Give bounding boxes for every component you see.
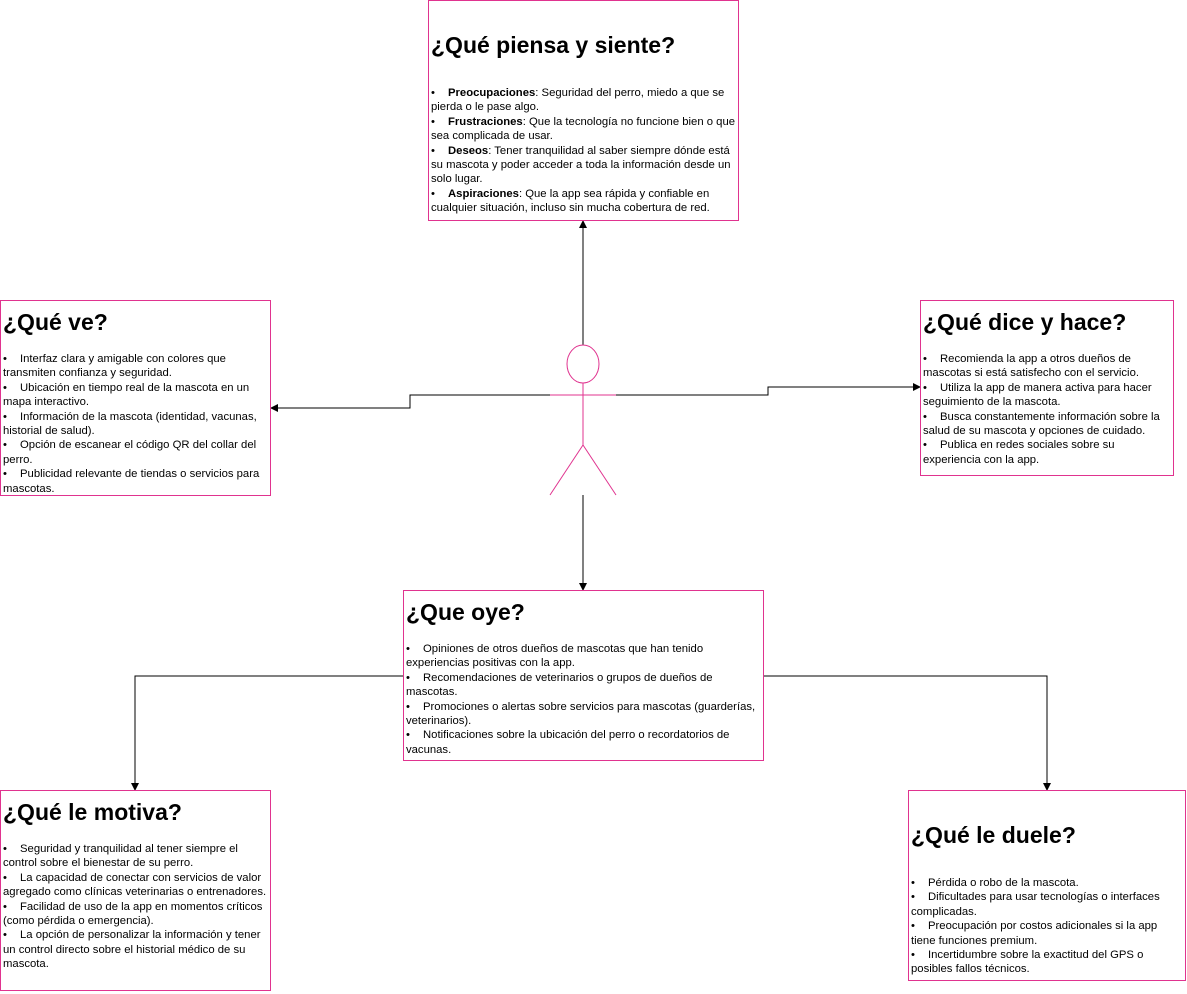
list-item: •Incertidumbre sobre la exactitud del GP… (911, 949, 1144, 976)
motivate-title: ¿Qué le motiva? (3, 799, 182, 825)
list-item: •Dificultades para usar tecnologías o in… (911, 891, 1160, 918)
bullet-icon: • (3, 900, 7, 913)
bullet-icon: • (406, 729, 410, 742)
see-title: ¿Qué ve? (3, 309, 108, 335)
pain-box: ¿Qué le duele? •Pérdida o robo de la mas… (908, 790, 1186, 981)
bullet-icon: • (431, 87, 435, 99)
bullet-icon: • (3, 410, 7, 423)
list-item: •Frustraciones: Que la tecnología no fun… (431, 115, 736, 143)
person-stick-figure-icon (549, 344, 617, 496)
list-item: •Facilidad de uso de la app en momentos … (3, 900, 263, 928)
list-item: •Opiniones de otros dueños de mascotas q… (406, 643, 704, 670)
list-item: •Promociones o alertas sobre servicios p… (406, 700, 756, 728)
list-item: •Busca constantemente información sobre … (923, 410, 1160, 438)
connector-to-say (616, 383, 921, 396)
list-item: •Utiliza la app de manera activa para ha… (923, 381, 1152, 409)
list-item: •La opción de personalizar la informació… (3, 929, 261, 971)
bullet-icon: • (3, 439, 7, 452)
say-do-list: •Recomienda la app a otros dueños de mas… (923, 352, 1171, 467)
bullet-icon: • (923, 439, 927, 452)
bullet-icon: • (3, 843, 7, 855)
bullet-icon: • (3, 353, 7, 365)
bullet-icon: • (3, 381, 7, 394)
list-item: •Preocupación por costos adicionales si … (911, 920, 1158, 947)
list-item: •Deseos: Tener tranquilidad al saber sie… (431, 144, 731, 186)
bullet-icon: • (911, 877, 915, 889)
bullet-icon: • (431, 187, 435, 200)
list-item: •Opción de escanear el código QR del col… (3, 439, 257, 466)
say-do-title: ¿Qué dice y hace? (923, 309, 1127, 335)
bullet-icon: • (3, 929, 7, 942)
list-item: •Aspiraciones: Que la app sea rápida y c… (431, 187, 710, 215)
bullet-icon: • (911, 920, 915, 933)
connector-to-pain (763, 675, 1051, 791)
list-item: •La capacidad de conectar con servicios … (3, 871, 267, 899)
see-list: •Interfaz clara y amigable con colores q… (3, 352, 268, 495)
bullet-icon: • (911, 949, 915, 962)
connector-to-see (270, 394, 550, 412)
bullet-icon: • (911, 891, 915, 904)
bullet-icon: • (431, 144, 435, 157)
bullet-icon: • (406, 700, 410, 713)
list-item: •Publica en redes sociales sobre su expe… (923, 439, 1115, 466)
see-box: ¿Qué ve? •Interfaz clara y amigable con … (0, 300, 271, 496)
list-item: •Información de la mascota (identidad, v… (3, 410, 257, 438)
bullet-icon: • (406, 643, 410, 655)
motivate-box: ¿Qué le motiva? •Seguridad y tranquilida… (0, 790, 271, 991)
bullet-icon: • (923, 410, 927, 423)
list-item: •Publicidad relevante de tiendas o servi… (3, 468, 260, 495)
list-item: •Recomienda la app a otros dueños de mas… (923, 353, 1139, 380)
list-item: •Interfaz clara y amigable con colores q… (3, 353, 226, 380)
pain-list: •Pérdida o robo de la mascota. •Dificult… (911, 876, 1183, 977)
bullet-icon: • (406, 671, 410, 684)
bullet-icon: • (923, 381, 927, 394)
pain-title: ¿Qué le duele? (911, 822, 1076, 848)
list-item: •Seguridad y tranquilidad al tener siemp… (3, 843, 238, 870)
hear-box: ¿Que oye? •Opiniones de otros dueños de … (403, 590, 764, 761)
hear-title: ¿Que oye? (406, 599, 525, 625)
list-item: •Pérdida o robo de la mascota. (911, 877, 1079, 889)
bullet-icon: • (3, 468, 7, 481)
list-item: •Recomendaciones de veterinarios o grupo… (406, 671, 713, 699)
think-feel-box: ¿Qué piensa y siente? •Preocupaciones: S… (428, 0, 739, 221)
say-do-box: ¿Qué dice y hace? •Recomienda la app a o… (920, 300, 1174, 476)
bullet-icon: • (3, 871, 7, 884)
list-item: •Ubicación en tiempo real de la mascota … (3, 381, 250, 409)
think-feel-list: •Preocupaciones: Seguridad del perro, mi… (431, 86, 736, 216)
hear-list: •Opiniones de otros dueños de mascotas q… (406, 642, 761, 757)
bullet-icon: • (431, 115, 435, 128)
connector-to-motivate (131, 675, 403, 791)
bullet-icon: • (923, 353, 927, 365)
list-item: •Notificaciones sobre la ubicación del p… (406, 729, 730, 756)
list-item: •Preocupaciones: Seguridad del perro, mi… (431, 87, 725, 114)
think-feel-title: ¿Qué piensa y siente? (431, 32, 676, 58)
motivate-list: •Seguridad y tranquilidad al tener siemp… (3, 842, 268, 972)
